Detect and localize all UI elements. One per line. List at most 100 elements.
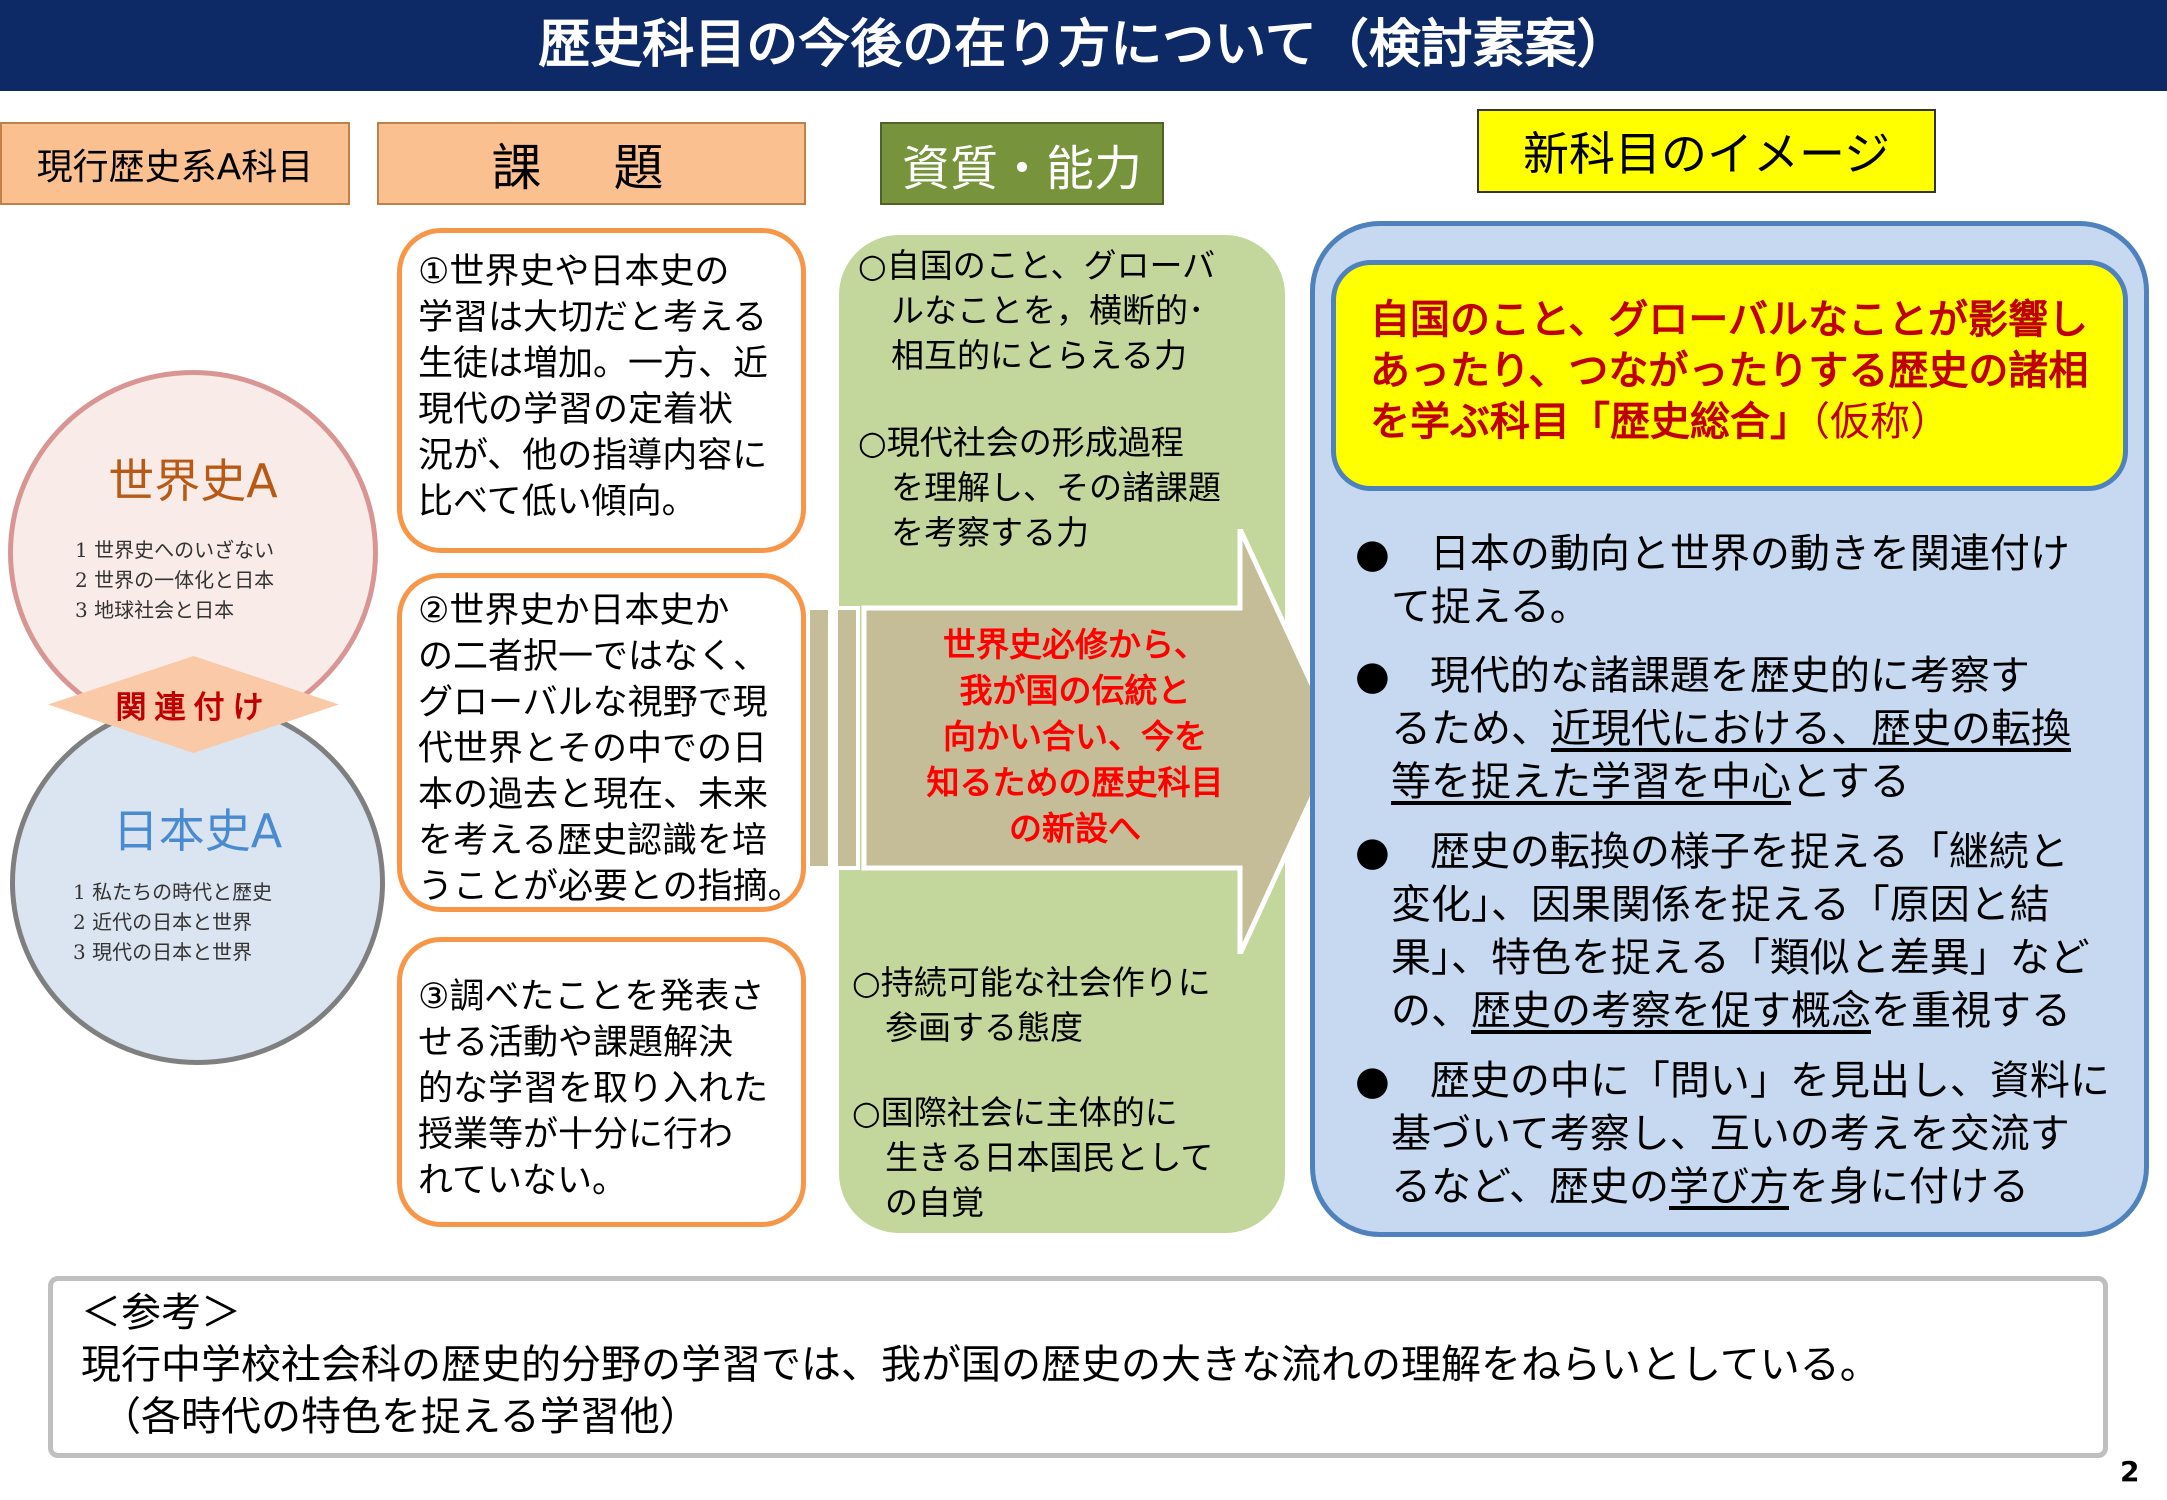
competency-3: ○持続可能な社会作りに 参画する態度 — [852, 960, 1211, 1050]
text-line: 2 世界の一体化と日本 — [75, 568, 275, 592]
bullet-line: るため、近現代における、歴史の転換 — [1355, 703, 2071, 756]
underlined-text: 学び方 — [1669, 1164, 1789, 1210]
text-segment: ● 歴史の中に「問い」を見出し、資料に — [1355, 1058, 2110, 1104]
arrow-body — [861, 529, 1340, 954]
competencies-header: 資質・能力 — [880, 122, 1164, 205]
text-line: ルなことを，横断的･ — [858, 291, 1205, 330]
text-line: 参画する態度 — [852, 1008, 1083, 1047]
bullet-line: 基づいて考察し、互いの考えを交流す — [1355, 1108, 2110, 1161]
underlined-text: 近現代における、歴史の転換 — [1551, 706, 2071, 752]
text-segment: るなど、歴史の — [1391, 1164, 1669, 1210]
text-line: 生徒は増加。一方、近 — [418, 344, 769, 384]
text-line: うことが必要との指摘。 — [418, 867, 803, 907]
new-subject-summary: 自国のこと、グローバルなことが影響し あったり、つながったりする歴史の諸相 を学… — [1331, 260, 2128, 491]
text-line: 1 私たちの時代と歴史 — [73, 880, 273, 904]
text-line: 生きる日本国民として — [852, 1138, 1214, 1177]
text-segment: ● 現代的な諸課題を歴史的に考察す — [1355, 653, 2030, 699]
text-line: 況が、他の指導内容に — [418, 436, 768, 476]
text-line: 1 世界史へのいざない — [75, 538, 275, 562]
bullet-line: ● 歴史の中に「問い」を見出し、資料に — [1355, 1055, 2110, 1108]
summary-provisional: （仮称） — [1810, 399, 1950, 445]
new-subject-header: 新科目のイメージ — [1477, 109, 1936, 193]
text-line: ○国際社会に主体的に — [852, 1093, 1178, 1132]
text-segment: とする — [1791, 759, 1910, 805]
bullet-line: て捉える。 — [1355, 581, 2070, 634]
current-subjects-header: 現行歴史系A科目 — [0, 122, 350, 205]
text-line: を考える歴史認識を培 — [418, 821, 767, 861]
text-segment: 基づいて考察し、互いの考えを交流す — [1391, 1111, 2070, 1157]
reference-box: ＜参考＞ 現行中学校社会科の歴史的分野の学習では、我が国の歴史の大きな流れの理解… — [48, 1276, 2108, 1458]
issue-box-1: ①世界史や日本史の学習は大切だと考える生徒は増加。一方、近現代の学習の定着状況が… — [397, 228, 806, 553]
reference-heading: ＜参考＞ — [81, 1290, 241, 1336]
text-line: 現代の学習の定着状 — [418, 390, 734, 430]
competency-2: ○現代社会の形成過程 を理解し、その諸課題 を考察する力 — [858, 420, 1221, 555]
text-line: ②世界史か日本史か — [418, 591, 730, 631]
text-line: ○持続可能な社会作りに — [852, 963, 1211, 1002]
text-segment: ● 歴史の転換の様子を捉える「継続と — [1355, 829, 2069, 875]
issues-header: 課 題 — [377, 122, 806, 205]
bullet-3: ● 歴史の転換の様子を捉える「継続と変化」、因果関係を捉える「原因と結果」、特色… — [1355, 826, 2090, 1038]
summary-line: 自国のこと、グローバルなことが影響し — [1370, 297, 2088, 343]
text-line: を理解し、その諸課題 — [858, 468, 1221, 507]
bullet-line: 等を捉えた学習を中心とする — [1355, 756, 2071, 809]
text-line: 的な学習を取り入れた — [418, 1069, 769, 1109]
arrow-bar-2 — [834, 606, 860, 870]
text-line: せる活動や課題解決 — [418, 1023, 734, 1063]
competency-1: ○自国のこと、グローバ ルなことを，横断的･ 相互的にとらえる力 — [858, 243, 1215, 378]
text-line: 代世界とその中での日 — [418, 729, 767, 769]
text-line: れていない。 — [418, 1161, 627, 1201]
bullet-line: ● 歴史の転換の様子を捉える「継続と — [1355, 826, 2090, 879]
text-line: 本の過去と現在、未来 — [418, 775, 769, 815]
text-line: 3 現代の日本と世界 — [73, 940, 253, 964]
bullet-line: ● 現代的な諸課題を歴史的に考察す — [1355, 650, 2071, 703]
text-line: 3 地球社会と日本 — [75, 598, 235, 622]
text-segment: の、 — [1391, 988, 1471, 1034]
summary-line: あったり、つながったりする歴史の諸相 — [1370, 348, 2089, 394]
world-history-title: 世界史A — [108, 454, 278, 508]
text-line: 2 近代の日本と世界 — [73, 910, 253, 934]
text-line: ③調べたことを発表さ — [418, 977, 765, 1017]
text-segment: 変化」、因果関係を捉える「原因と結 — [1391, 882, 2050, 928]
world-history-list: 1 世界史へのいざない 2 世界の一体化と日本 3 地球社会と日本 — [75, 535, 274, 625]
page-title: 歴史科目の今後の在り方について（検討素案） — [0, 0, 2167, 91]
reference-line: （各時代の特色を捉える学習他） — [101, 1394, 700, 1440]
japan-history-list: 1 私たちの時代と歴史 2 近代の日本と世界 3 現代の日本と世界 — [73, 877, 272, 967]
text-line: 知るための歴史科目 — [926, 763, 1224, 802]
japan-history-circle: 日本史A 1 私たちの時代と歴史 2 近代の日本と世界 3 現代の日本と世界 — [10, 700, 385, 1065]
text-line: の二者択一ではなく、 — [418, 637, 769, 677]
text-line: 世界史必修から、 — [943, 625, 1207, 664]
issue-box-3: ③調べたことを発表させる活動や課題解決的な学習を取り入れた授業等が十分に行われて… — [397, 937, 806, 1227]
text-line: 我が国の伝統と — [959, 671, 1191, 710]
text-line: グローバルな視野で現 — [418, 683, 768, 723]
text-segment: を重視する — [1871, 988, 2071, 1034]
arrow-bar-1 — [808, 606, 832, 870]
bullet-line: 果」、特色を捉える「類似と差異」など — [1355, 932, 2090, 985]
text-line: の新設へ — [1009, 809, 1141, 848]
text-line: 学習は大切だと考える — [418, 298, 767, 338]
text-segment: て捉える。 — [1391, 584, 1590, 630]
bullet-2: ● 現代的な諸課題を歴史的に考察するため、近現代における、歴史の転換等を捉えた学… — [1355, 650, 2071, 809]
page-number: 2 — [2120, 1455, 2140, 1488]
text-segment: るため、 — [1391, 706, 1551, 752]
summary-subject-name: を学ぶ科目「歴史総合」 — [1370, 399, 1810, 445]
text-line: 相互的にとらえる力 — [858, 336, 1188, 375]
text-line: 向かい合い、今を — [943, 717, 1207, 756]
underlined-text: 等を捉えた学習を中心 — [1391, 759, 1791, 805]
text-line: ○現代社会の形成過程 — [858, 423, 1184, 462]
japan-history-title: 日本史A — [112, 804, 283, 858]
reference-line: 現行中学校社会科の歴史的分野の学習では、我が国の歴史の大きな流れの理解をねらいと… — [81, 1342, 1880, 1388]
issue-box-2: ②世界史か日本史かの二者択一ではなく、グローバルな視野で現代世界とその中での日本… — [397, 573, 806, 912]
text-line: ①世界史や日本史の — [418, 252, 730, 292]
underlined-text: 歴史の考察を促す概念 — [1471, 988, 1871, 1034]
summary-line: を学ぶ科目「歴史総合」（仮称） — [1370, 397, 2123, 448]
text-line: ○自国のこと、グローバ — [858, 246, 1216, 285]
text-line: の自覚 — [852, 1183, 984, 1222]
competency-4: ○国際社会に主体的に 生きる日本国民として の自覚 — [852, 1090, 1213, 1225]
text-line: 比べて低い傾向。 — [418, 482, 697, 522]
bullet-4: ● 歴史の中に「問い」を見出し、資料に基づいて考察し、互いの考えを交流するなど、… — [1355, 1055, 2110, 1214]
arrow-message: 世界史必修から、我が国の伝統と向かい合い、今を知るための歴史科目の新設へ — [880, 622, 1270, 852]
text-line: を考察する力 — [858, 513, 1089, 552]
text-segment: ● 日本の動向と世界の動きを関連付け — [1355, 531, 2070, 577]
bullet-line: るなど、歴史の学び方を身に付ける — [1355, 1161, 2110, 1214]
text-line: 授業等が十分に行わ — [418, 1115, 734, 1155]
